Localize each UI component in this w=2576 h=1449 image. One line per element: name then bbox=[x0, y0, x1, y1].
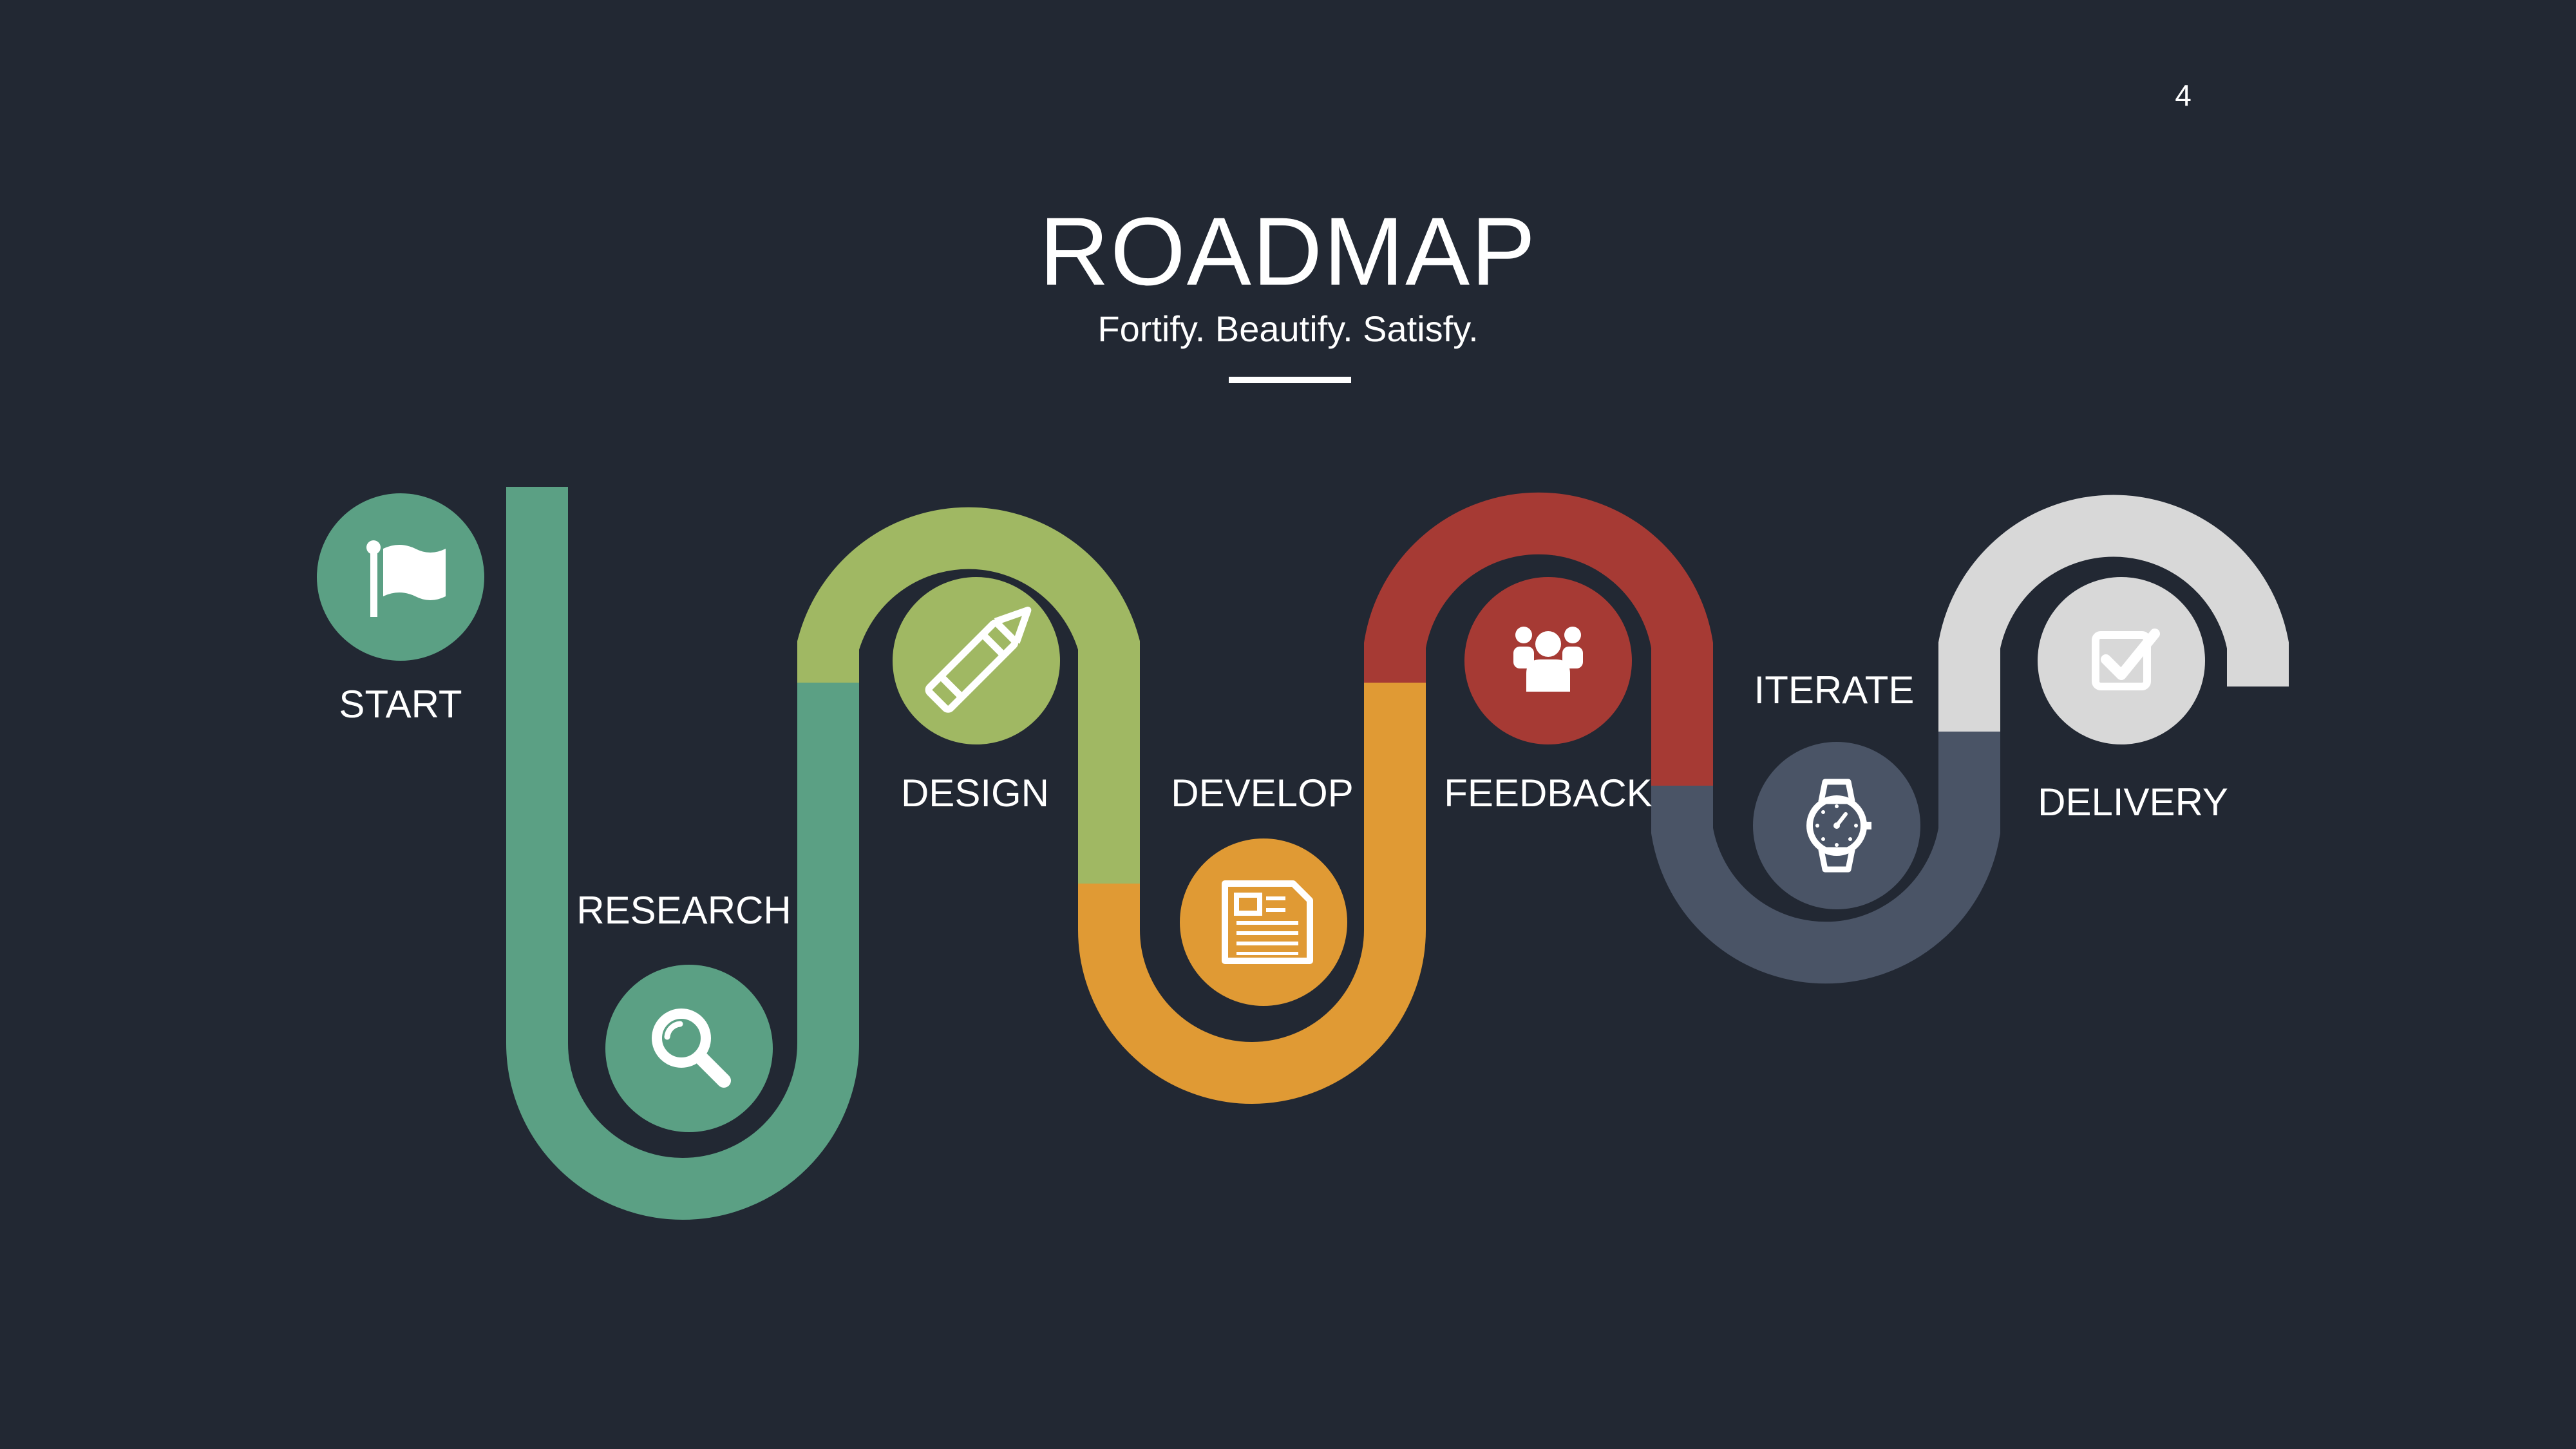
road-segment-red bbox=[1364, 492, 1713, 786]
road-segment-light bbox=[1938, 495, 2289, 732]
road-segment-slate bbox=[1651, 732, 2000, 984]
step-delivery-marker bbox=[2038, 577, 2205, 744]
watch-icon bbox=[1806, 779, 1871, 873]
road-segment-green bbox=[797, 507, 1140, 884]
search-icon bbox=[652, 1009, 731, 1088]
step-label-delivery: DELIVERY bbox=[2038, 781, 2228, 824]
page-number: 4 bbox=[2175, 79, 2192, 112]
step-iterate-marker bbox=[1753, 742, 1920, 909]
page-title: ROADMAP bbox=[1039, 197, 1537, 305]
step-label-start: START bbox=[339, 683, 462, 726]
checkbox-icon bbox=[2092, 629, 2160, 690]
title-divider bbox=[1229, 377, 1351, 383]
step-research-marker bbox=[605, 965, 773, 1132]
step-label-iterate: ITERATE bbox=[1754, 668, 1915, 712]
road-segment-teal bbox=[506, 487, 859, 1220]
newspaper-icon bbox=[1222, 880, 1313, 964]
pencil-icon bbox=[925, 607, 1032, 713]
step-label-develop: DEVELOP bbox=[1171, 772, 1354, 815]
page-subtitle: Fortify. Beautify. Satisfy. bbox=[1097, 308, 1479, 349]
road-segment-orange bbox=[1078, 683, 1426, 1104]
step-develop-marker bbox=[1180, 838, 1347, 1006]
step-label-research: RESEARCH bbox=[576, 889, 791, 932]
flag-icon bbox=[366, 540, 446, 617]
step-label-design: DESIGN bbox=[900, 772, 1050, 815]
step-design-marker bbox=[893, 577, 1060, 744]
step-label-feedback: FEEDBACK bbox=[1444, 772, 1653, 815]
step-feedback-marker bbox=[1464, 577, 1632, 744]
team-icon bbox=[1513, 627, 1583, 692]
step-start-marker bbox=[317, 493, 484, 661]
